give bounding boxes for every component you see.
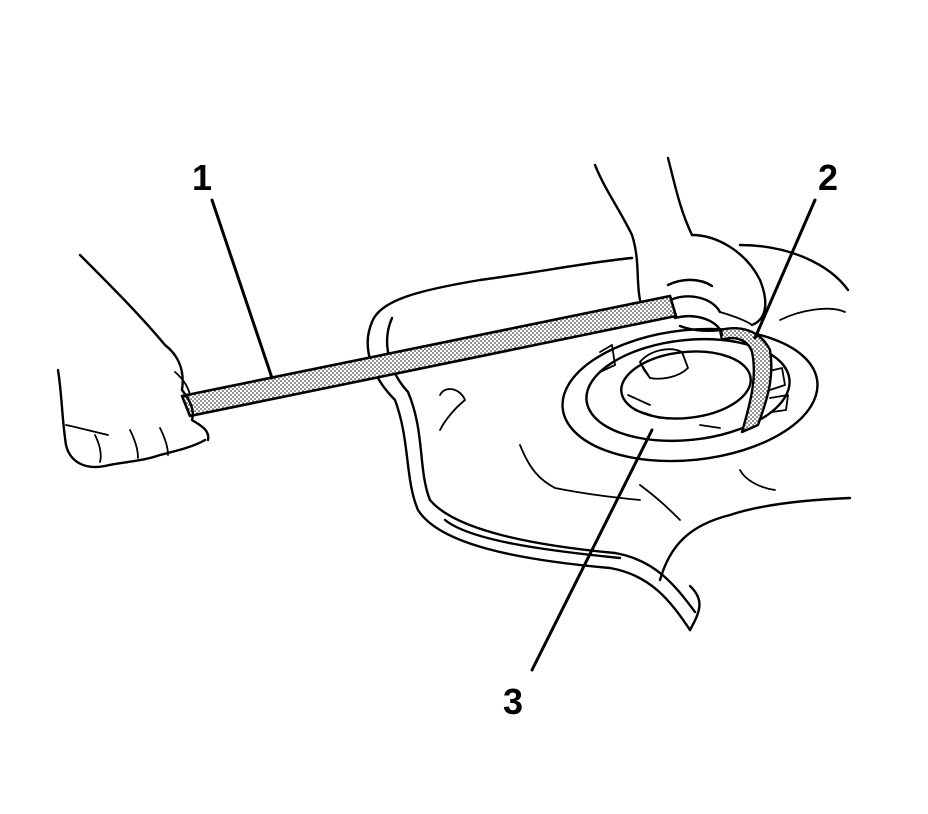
tool-strap <box>718 327 773 434</box>
callout-2: 2 <box>818 157 838 198</box>
right-hand <box>593 156 767 337</box>
leader-line-3 <box>530 428 654 672</box>
retainer-tool-bar <box>180 294 678 418</box>
callout-3: 3 <box>503 681 523 722</box>
fuel-pump-module-ring <box>561 327 819 463</box>
leader-line-2 <box>753 198 817 340</box>
leader-line-1 <box>210 198 274 380</box>
left-hand <box>56 253 210 469</box>
callout-1: 1 <box>192 157 212 198</box>
fuel-tank <box>366 243 852 632</box>
